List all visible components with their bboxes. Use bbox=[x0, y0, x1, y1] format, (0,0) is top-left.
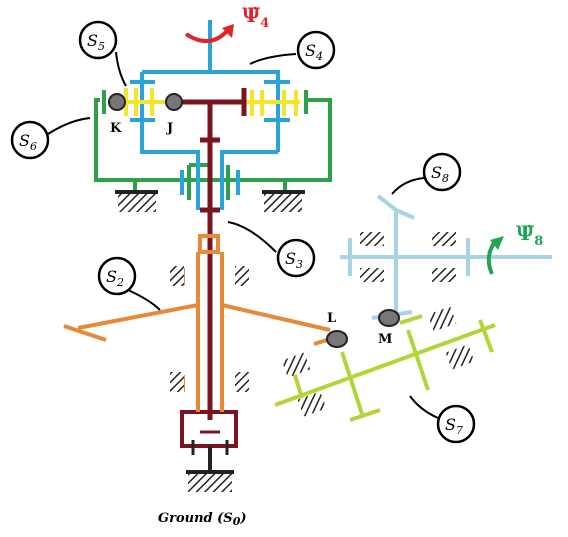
label-s3: S3 bbox=[276, 238, 316, 278]
joint-m bbox=[378, 309, 400, 327]
svg-text:S4: S4 bbox=[305, 41, 323, 63]
velocity-psi4: Ψ̇4 bbox=[242, 3, 269, 31]
rotation-arrow-psi8-head bbox=[490, 236, 504, 250]
svg-text:S2: S2 bbox=[106, 267, 124, 289]
svg-text:S5: S5 bbox=[87, 31, 105, 53]
svg-text:S6: S6 bbox=[19, 131, 37, 153]
svg-text:S3: S3 bbox=[285, 249, 303, 271]
rotation-arrow-psi4-head bbox=[222, 24, 234, 38]
bearings-s8 bbox=[360, 232, 456, 282]
body-s4-carrier bbox=[130, 20, 290, 210]
joint-l bbox=[326, 330, 348, 348]
velocity-psi8: Ψ̇8 bbox=[516, 221, 543, 249]
body-s7-cross bbox=[274, 314, 496, 422]
svg-text:S7: S7 bbox=[445, 415, 463, 437]
ground-caption: Ground (S0) bbox=[158, 511, 247, 528]
point-label-j: J bbox=[166, 121, 173, 136]
label-s7: S7 bbox=[436, 404, 476, 444]
point-label-l: L bbox=[327, 311, 336, 326]
bearings-s7 bbox=[281, 306, 475, 417]
label-s5: S5 bbox=[78, 20, 118, 60]
ground-support-bottom bbox=[186, 440, 234, 492]
body-s3-shaft bbox=[170, 88, 247, 448]
body-s8-shaft bbox=[340, 194, 552, 320]
label-s8: S8 bbox=[422, 152, 462, 192]
joint-j bbox=[165, 93, 183, 111]
label-s2: S2 bbox=[97, 256, 137, 296]
point-label-k: K bbox=[110, 121, 122, 136]
rotation-arrow-psi4 bbox=[184, 28, 230, 43]
ground-support-left bbox=[115, 190, 158, 212]
ground-support-right bbox=[262, 190, 305, 212]
label-s6: S6 bbox=[10, 120, 50, 160]
joint-k bbox=[108, 93, 126, 111]
point-label-m: M bbox=[378, 332, 392, 347]
svg-text:S8: S8 bbox=[431, 163, 449, 185]
leader-lines bbox=[47, 51, 439, 419]
body-s6-ring-stubs bbox=[102, 90, 308, 114]
bearings-s2 bbox=[170, 266, 249, 392]
joints bbox=[108, 93, 400, 348]
label-s4: S4 bbox=[296, 30, 336, 70]
